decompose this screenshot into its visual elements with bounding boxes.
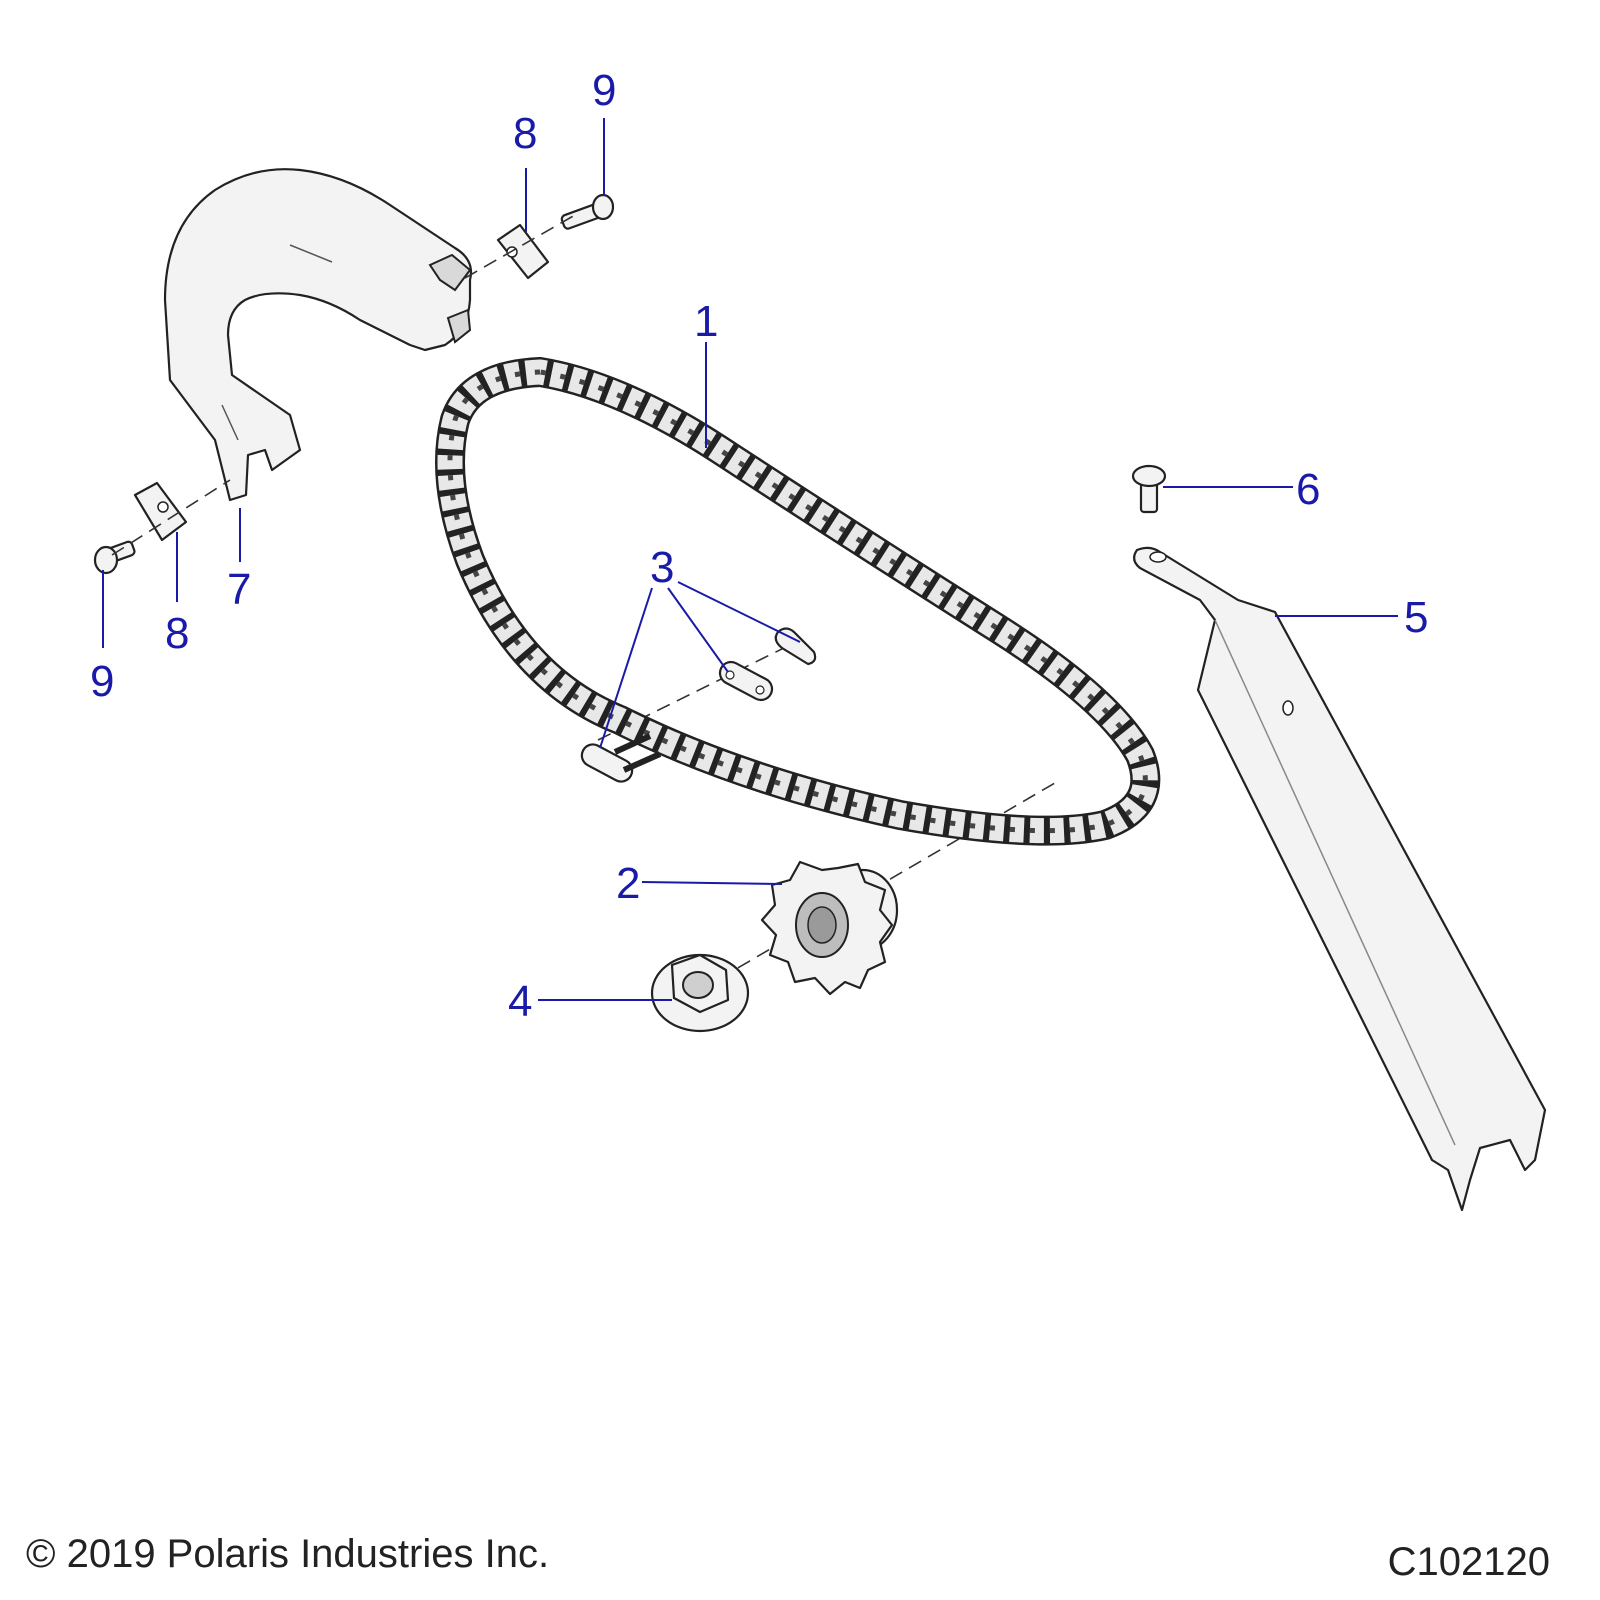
- clip-nut-lower: [133, 481, 188, 542]
- leader-3-b: [667, 587, 729, 673]
- master-link-clip: [774, 627, 817, 666]
- leader-3-c: [677, 581, 801, 643]
- chain-guard-lower: [1133, 546, 1547, 1212]
- callout-2: 2: [616, 859, 640, 908]
- copyright-notice: © 2019 Polaris Industries Inc.: [26, 1532, 550, 1576]
- drawing-number: C102120: [1387, 1540, 1550, 1584]
- leader-2: [641, 881, 783, 885]
- chain-guard-upper: [163, 168, 473, 502]
- master-link-plate: [718, 660, 774, 702]
- callout-3: 3: [650, 543, 674, 592]
- assembly-line-lower-bolt: [111, 479, 231, 556]
- clip-nut-upper: [496, 223, 550, 280]
- bolt-guard-mount: [1131, 464, 1167, 514]
- callout-8-lower: 8: [165, 609, 189, 658]
- callout-4: 4: [508, 977, 532, 1026]
- callout-9-lower: 9: [90, 657, 114, 706]
- callout-5: 5: [1404, 593, 1428, 642]
- bolt-lower: [93, 540, 136, 575]
- callout-6: 6: [1296, 465, 1320, 514]
- leader-3-a: [599, 587, 653, 749]
- flange-nut: [650, 953, 750, 1033]
- master-link-pin: [580, 733, 662, 783]
- callout-8-upper: 8: [513, 109, 537, 158]
- callout-1: 1: [694, 297, 718, 346]
- drive-sprocket: [760, 860, 899, 996]
- assembly-line-master-link: [597, 639, 801, 741]
- drive-chain: [435, 356, 1161, 846]
- bolt-upper: [560, 193, 615, 230]
- callout-7: 7: [227, 565, 251, 614]
- callout-9-upper: 9: [592, 66, 616, 115]
